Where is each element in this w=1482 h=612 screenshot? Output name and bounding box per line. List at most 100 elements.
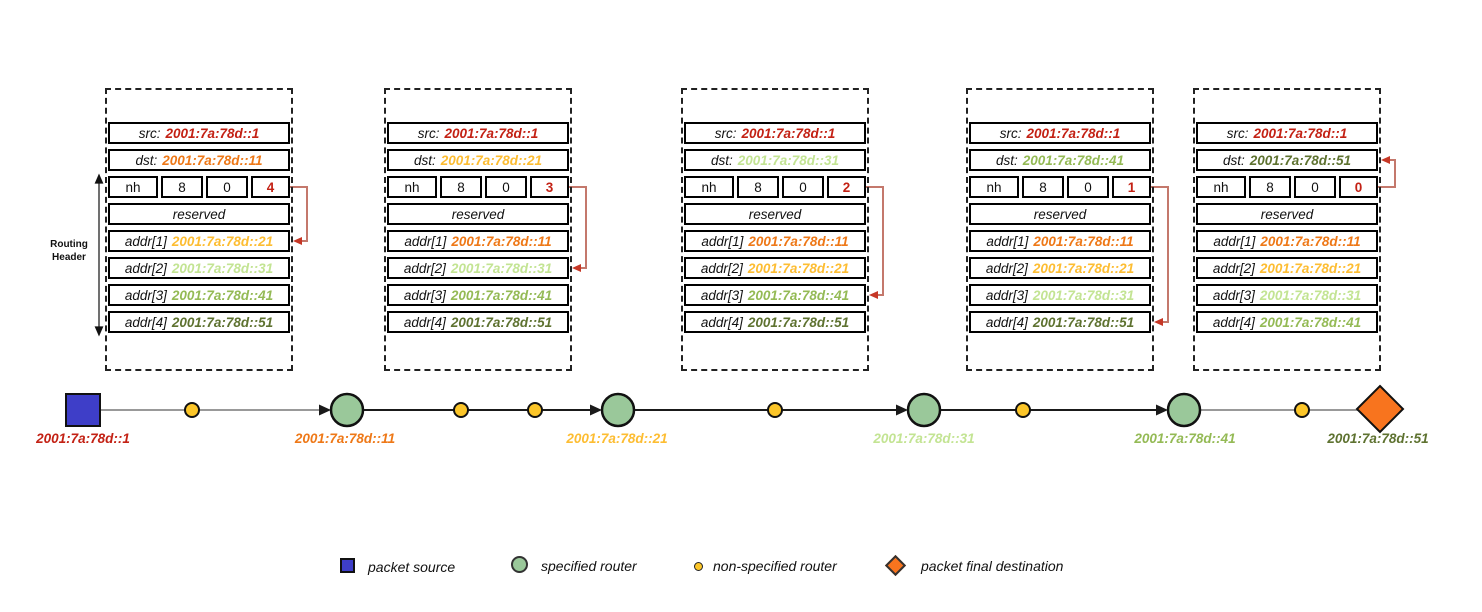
addr-row: addr[2] 2001:7a:78d::21	[1196, 257, 1378, 279]
specified-router-node	[1166, 392, 1202, 428]
addr-label: addr[1]	[404, 233, 447, 249]
addr-row: addr[4] 2001:7a:78d::51	[108, 311, 290, 333]
addr-value: 2001:7a:78d::41	[1259, 314, 1362, 330]
addr-value: 2001:7a:78d::51	[747, 314, 850, 330]
addr-row: addr[2] 2001:7a:78d::31	[387, 257, 569, 279]
src-row: src: 2001:7a:78d::1	[684, 122, 866, 144]
addr-label: addr[3]	[124, 287, 167, 303]
next-header-field: nh	[1196, 176, 1246, 198]
node-label: 2001:7a:78d::51	[1327, 431, 1429, 446]
addr-row: addr[1] 2001:7a:78d::11	[969, 230, 1151, 252]
pointer-arrowhead-icon	[1381, 156, 1390, 164]
addr-value: 2001:7a:78d::21	[171, 233, 274, 249]
path-arrowhead-icon	[590, 404, 602, 416]
next-header-field: nh	[684, 176, 734, 198]
src-address: 2001:7a:78d::1	[444, 125, 539, 141]
addr-row: addr[2] 2001:7a:78d::31	[108, 257, 290, 279]
legend-label-non-specified-router: non-specified router	[713, 558, 837, 574]
dst-label: dst:	[135, 152, 158, 168]
non-specified-router-marker-icon	[694, 562, 703, 571]
pointer-arrowhead-icon	[869, 291, 878, 299]
src-address: 2001:7a:78d::1	[1026, 125, 1121, 141]
node-label: 2001:7a:78d::21	[566, 431, 668, 446]
addr-label: addr[2]	[700, 260, 743, 276]
node-label: 2001:7a:78d::1	[36, 431, 130, 446]
arrow-down-icon	[94, 326, 104, 337]
addr-label: addr[3]	[403, 287, 446, 303]
addr-row: addr[1] 2001:7a:78d::11	[684, 230, 866, 252]
reserved-row: reserved	[969, 203, 1151, 225]
hdr-ext-len-field: 8	[161, 176, 203, 198]
routing-type-field: 0	[1067, 176, 1109, 198]
dst-label: dst:	[413, 152, 436, 168]
addr-value: 2001:7a:78d::51	[171, 314, 274, 330]
addr-row: addr[4] 2001:7a:78d::51	[387, 311, 569, 333]
addr-value: 2001:7a:78d::21	[1259, 260, 1362, 276]
src-label: src:	[1226, 125, 1249, 141]
addr-value: 2001:7a:78d::11	[1033, 233, 1134, 249]
node-label: 2001:7a:78d::41	[1134, 431, 1236, 446]
addr-value: 2001:7a:78d::11	[748, 233, 849, 249]
routing-header-fields-row: nh 8 0 2	[684, 176, 866, 198]
addr-value: 2001:7a:78d::31	[450, 260, 553, 276]
path-arrowhead-icon	[319, 404, 331, 416]
addr-row: addr[1] 2001:7a:78d::21	[108, 230, 290, 252]
addr-value: 2001:7a:78d::41	[747, 287, 850, 303]
src-row: src: 2001:7a:78d::1	[108, 122, 290, 144]
addr-row: addr[4] 2001:7a:78d::51	[969, 311, 1151, 333]
non-specified-router-node	[767, 402, 783, 418]
non-specified-router-node	[1294, 402, 1310, 418]
addr-row: addr[3] 2001:7a:78d::31	[1196, 284, 1378, 306]
addr-value: 2001:7a:78d::21	[1032, 260, 1135, 276]
specified-router-node	[329, 392, 365, 428]
addr-row: addr[3] 2001:7a:78d::41	[684, 284, 866, 306]
dst-row: dst: 2001:7a:78d::41	[969, 149, 1151, 171]
dst-row: dst: 2001:7a:78d::31	[684, 149, 866, 171]
non-specified-router-node	[184, 402, 200, 418]
packet-header-box: src: 2001:7a:78d::1 dst: 2001:7a:78d::31…	[681, 88, 869, 371]
addr-value: 2001:7a:78d::41	[450, 287, 553, 303]
addr-value: 2001:7a:78d::11	[451, 233, 552, 249]
segments-left-field: 3	[530, 176, 569, 198]
specified-router-node	[906, 392, 942, 428]
addr-label: addr[4]	[985, 314, 1028, 330]
addr-label: addr[4]	[403, 314, 446, 330]
legend-label-packet-source: packet source	[368, 559, 456, 575]
addr-row: addr[2] 2001:7a:78d::21	[969, 257, 1151, 279]
addr-value: 2001:7a:78d::51	[450, 314, 553, 330]
reserved-row: reserved	[1196, 203, 1378, 225]
packet-header-box: src: 2001:7a:78d::1 dst: 2001:7a:78d::51…	[1193, 88, 1381, 371]
src-row: src: 2001:7a:78d::1	[387, 122, 569, 144]
addr-label: addr[1]	[986, 233, 1029, 249]
pointer-arrowhead-icon	[293, 237, 302, 245]
addr-row: addr[3] 2001:7a:78d::31	[969, 284, 1151, 306]
packet-destination-node	[1355, 384, 1405, 434]
addr-label: addr[3]	[1212, 287, 1255, 303]
dst-row: dst: 2001:7a:78d::11	[108, 149, 290, 171]
src-row: src: 2001:7a:78d::1	[1196, 122, 1378, 144]
addr-label: addr[1]	[701, 233, 744, 249]
addr-label: addr[1]	[1213, 233, 1256, 249]
legend-label-packet-final-destination: packet final destination	[921, 558, 1064, 574]
dst-label: dst:	[1222, 152, 1245, 168]
node-label: 2001:7a:78d::31	[873, 431, 975, 446]
addr-value: 2001:7a:78d::51	[1032, 314, 1135, 330]
src-address: 2001:7a:78d::1	[165, 125, 260, 141]
addr-row: addr[1] 2001:7a:78d::11	[387, 230, 569, 252]
addr-row: addr[4] 2001:7a:78d::41	[1196, 311, 1378, 333]
dst-label: dst:	[710, 152, 733, 168]
addr-value: 2001:7a:78d::11	[1260, 233, 1361, 249]
routing-type-field: 0	[206, 176, 248, 198]
addr-row: addr[4] 2001:7a:78d::51	[684, 311, 866, 333]
arrow-up-icon	[94, 173, 104, 184]
hdr-ext-len-field: 8	[440, 176, 482, 198]
addr-label: addr[3]	[700, 287, 743, 303]
src-address: 2001:7a:78d::1	[741, 125, 836, 141]
src-label: src:	[714, 125, 737, 141]
dst-address: 2001:7a:78d::11	[162, 152, 263, 168]
packet-header-box: src: 2001:7a:78d::1 dst: 2001:7a:78d::21…	[384, 88, 572, 371]
src-label: src:	[417, 125, 440, 141]
packet-header-box: src: 2001:7a:78d::1 dst: 2001:7a:78d::11…	[105, 88, 293, 371]
non-specified-router-node	[1015, 402, 1031, 418]
routing-header-fields-row: nh 8 0 3	[387, 176, 569, 198]
